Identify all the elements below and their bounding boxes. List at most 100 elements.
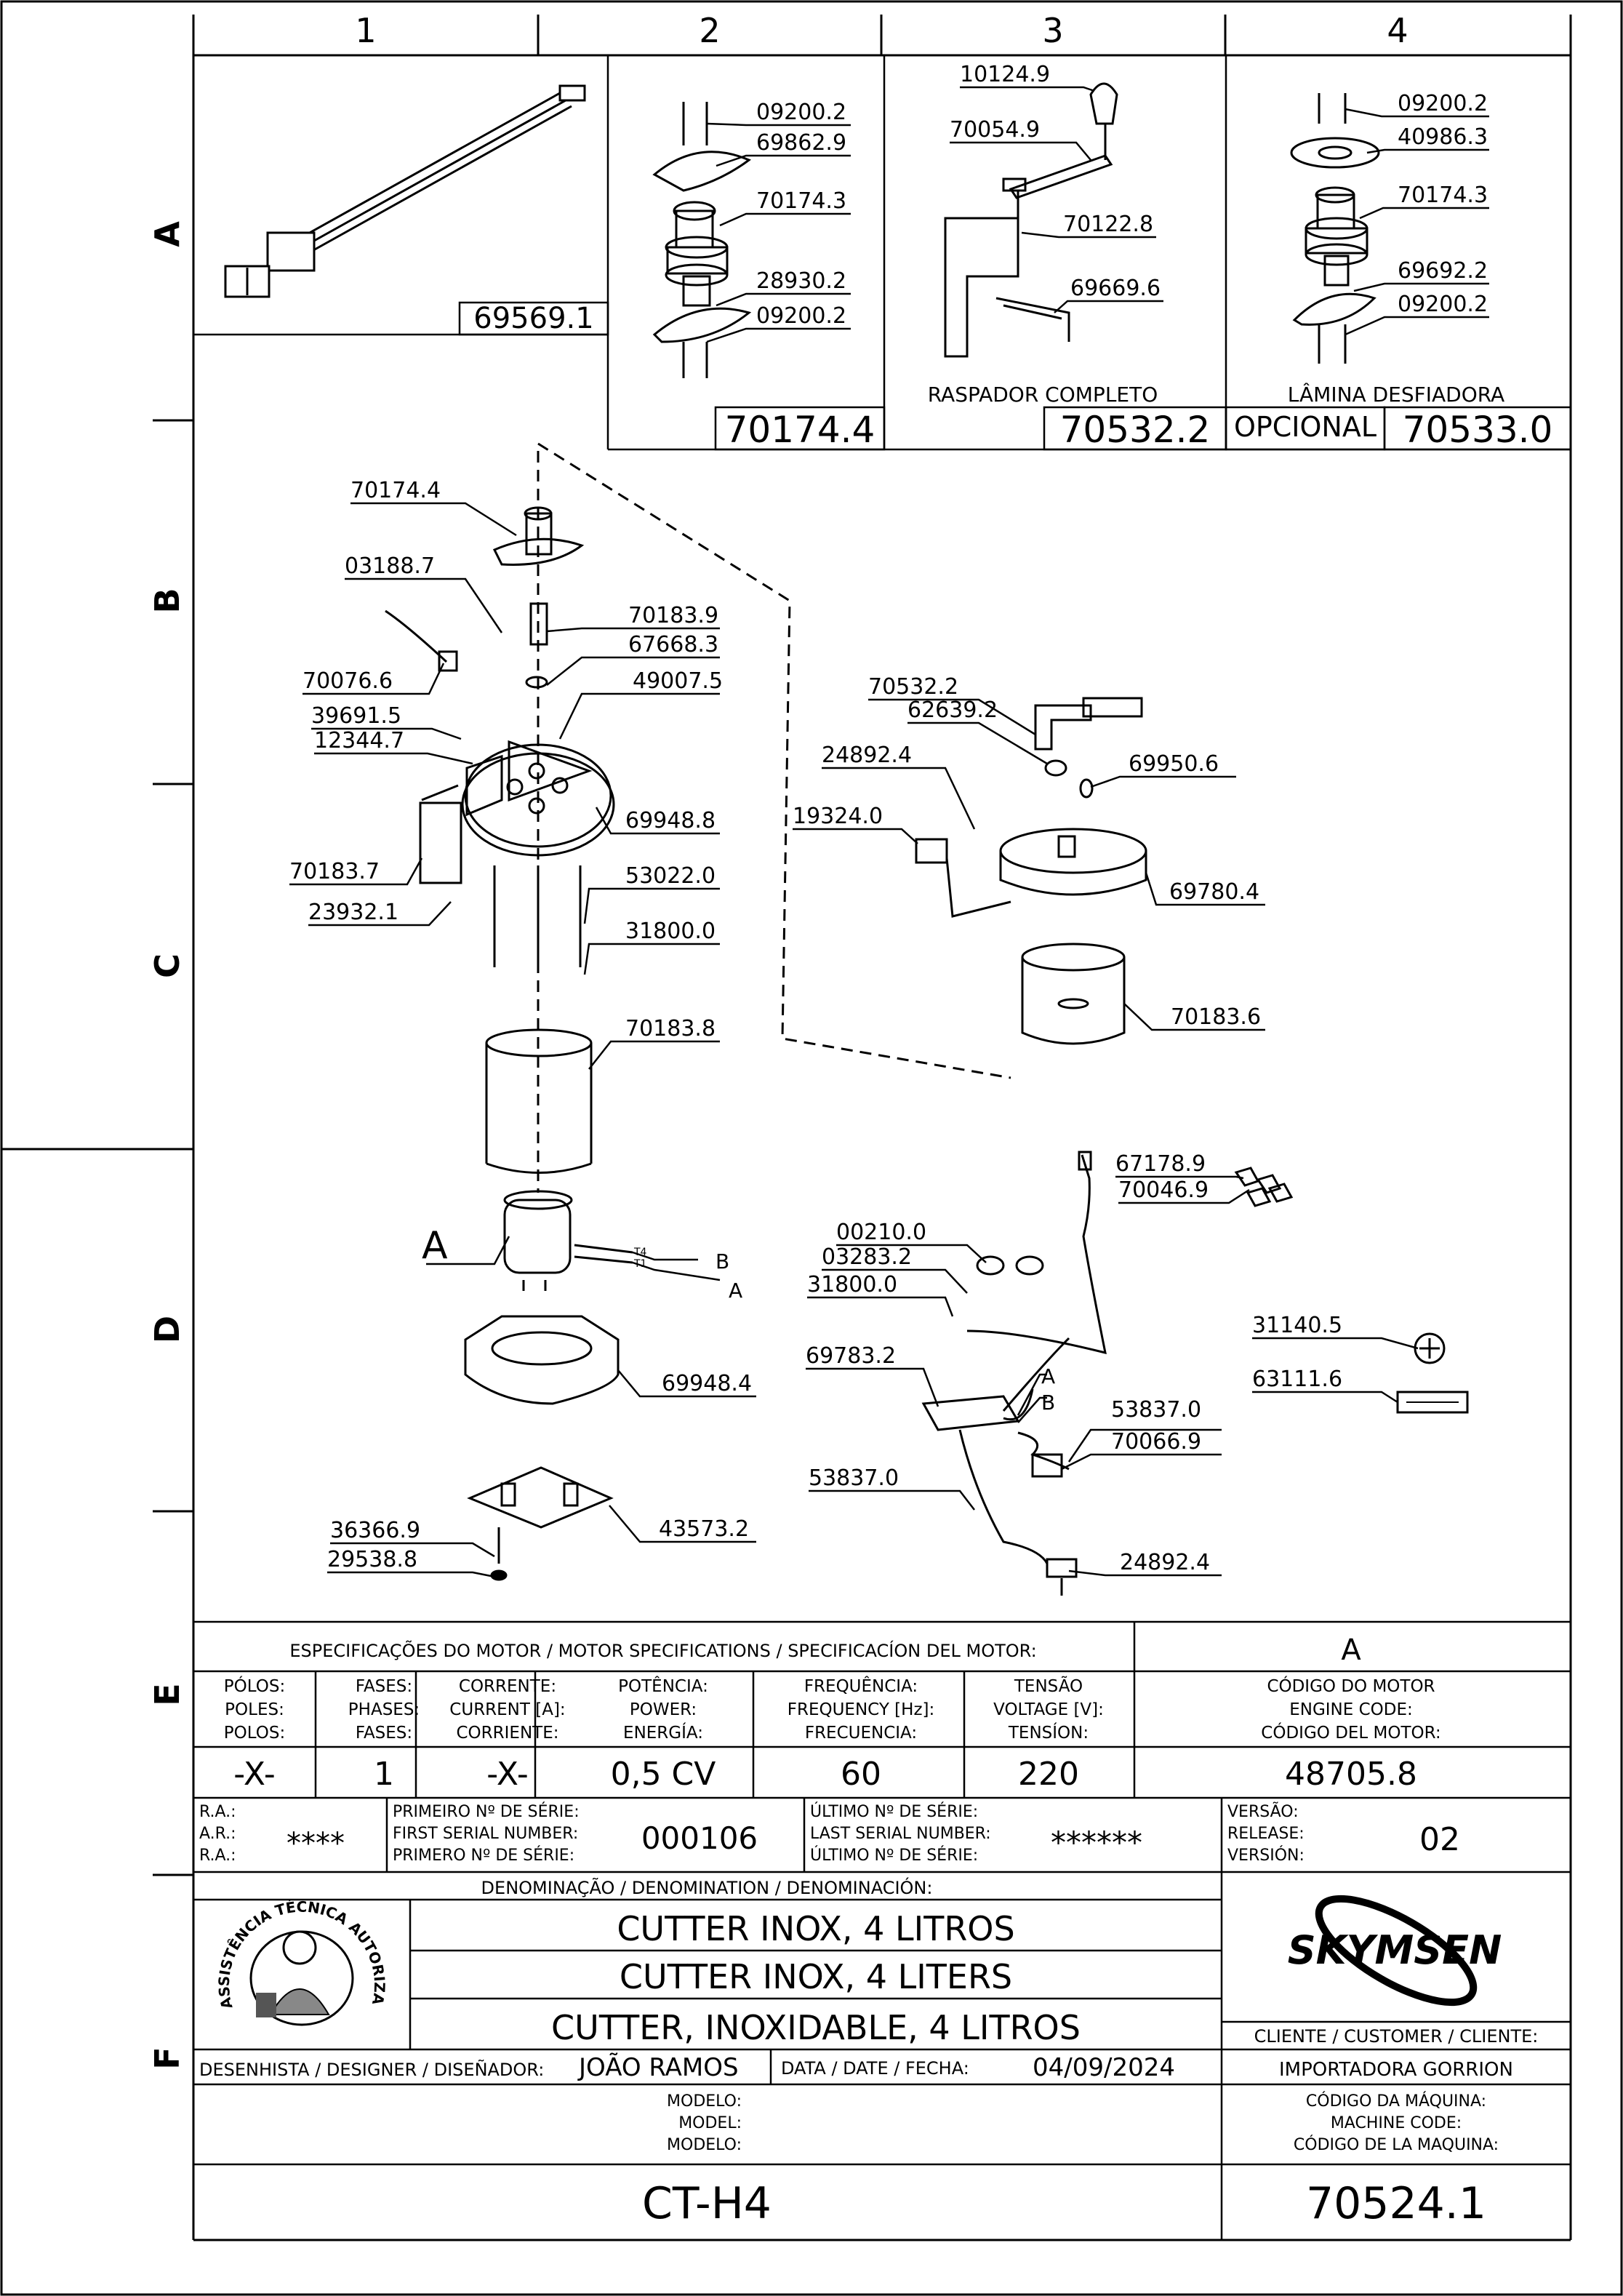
first-serial-label: PRIMERO Nº DE SÉRIE:: [393, 1846, 574, 1865]
wire-label-a: A: [729, 1279, 742, 1303]
spec-label: ENERGÍA:: [623, 1722, 703, 1743]
denomination-line-pt: CUTTER INOX, 4 LITROS: [617, 1909, 1014, 1948]
row-label: F: [148, 2047, 187, 2069]
panel3-leaders: [950, 86, 1163, 313]
last-serial-value: ******: [1051, 1825, 1142, 1860]
part-label: 23932.1: [308, 900, 398, 925]
machine-code-label: CÓDIGO DE LA MAQUINA:: [1294, 2135, 1499, 2154]
version-label: VERSIÓN:: [1227, 1846, 1305, 1865]
part-label: 10124.9: [960, 62, 1050, 87]
title-block-grid: [193, 1898, 1571, 2166]
part-label: 70183.6: [1171, 1004, 1261, 1030]
panel-title: LÂMINA DESFIADORA: [1288, 382, 1504, 407]
spec-label: ENGINE CODE:: [1289, 1700, 1413, 1719]
part-label: 43573.2: [659, 1516, 749, 1542]
part-code-box: 70532.2: [1060, 409, 1211, 451]
part-label: 09200.2: [1398, 292, 1488, 317]
blade-assembly-drawing: [652, 102, 752, 378]
model-label: MODELO:: [667, 2136, 742, 2154]
spec-label: PÓLOS:: [224, 1676, 285, 1696]
denomination-header: DENOMINAÇÃO / DENOMINATION / DENOMINACIÓ…: [481, 1876, 933, 1898]
spec-label: CURRENT [A]:: [449, 1700, 565, 1719]
part-label: 67178.9: [1115, 1151, 1206, 1177]
panel4-labels: 09200.2 40986.3 70174.3 69692.2 09200.2: [1398, 91, 1488, 317]
client-header: CLIENTE / CUSTOMER / CLIENTE:: [1254, 2026, 1539, 2047]
cable-harness-drawing: [224, 84, 586, 298]
part-label: 53022.0: [625, 863, 716, 889]
part-label: 40986.3: [1398, 124, 1488, 150]
spec-header: ESPECIFICAÇÕES DO MOTOR / MOTOR SPECIFIC…: [289, 1639, 1036, 1661]
row-label: C: [148, 953, 187, 978]
top-panel-grid: [193, 55, 1572, 451]
column-label: 3: [1042, 11, 1063, 50]
machine-code-value: 70524.1: [1306, 2178, 1486, 2229]
spec-table-grid: [193, 1620, 1571, 2240]
spec-value: 1: [374, 1756, 394, 1793]
serial-row: R.A.: A.R.: R.A.: PRIMEIRO Nº DE SÉRIE: …: [199, 1801, 1305, 1865]
part-label: 31140.5: [1252, 1313, 1342, 1338]
part-label: 70183.9: [628, 603, 718, 628]
part-label: 49007.5: [633, 668, 723, 694]
model-label: MODELO:: [667, 2092, 742, 2111]
part-label: 03188.7: [345, 553, 435, 579]
spec-label: FRECUENCIA:: [805, 1724, 917, 1743]
wire-label-b: B: [1041, 1391, 1055, 1415]
row-label: E: [148, 1683, 187, 1705]
panel3-labels: 10124.9 70054.9 70122.8 69669.6: [950, 62, 1161, 301]
column-label: 4: [1387, 11, 1408, 50]
spec-label: CÓDIGO DEL MOTOR:: [1261, 1722, 1440, 1743]
spec-value: 60: [841, 1756, 881, 1793]
spec-label: TENSÍON:: [1008, 1722, 1089, 1743]
part-label: 24892.4: [822, 743, 912, 768]
version-label: VERSÃO:: [1227, 1801, 1299, 1821]
brand-name: SKYMSEN: [1288, 1927, 1502, 1973]
spec-label: FASES:: [356, 1677, 412, 1696]
main-right-labels: 70532.2 62639.2 24892.4 69950.6 19324.0 …: [793, 674, 1342, 1575]
designer-value: JOÃO RAMOS: [577, 2053, 739, 2082]
ra-label: R.A.:: [199, 1847, 236, 1865]
spec-label: TENSÃO: [1014, 1676, 1083, 1696]
spec-label: CORRENTE:: [459, 1677, 556, 1696]
panel2-labels: 09200.2 69862.9 70174.3 28930.2 09200.2: [756, 100, 846, 329]
denomination-line-en: CUTTER INOX, 4 LITERS: [620, 1957, 1012, 1996]
spec-label: FREQUENCY [Hz]:: [788, 1700, 935, 1719]
main-left-leaders: [289, 502, 756, 1578]
spec-value: 48705.8: [1285, 1756, 1417, 1793]
client-value: IMPORTADORA GORRION: [1279, 2059, 1513, 2081]
ra-label: R.A.:: [199, 1803, 236, 1821]
part-label: 36366.9: [330, 1518, 420, 1543]
ra-label: A.R.:: [199, 1825, 236, 1843]
wire-label-t4: T4: [633, 1247, 647, 1258]
first-serial-label: FIRST SERIAL NUMBER:: [393, 1825, 578, 1843]
part-label: 24892.4: [1120, 1550, 1210, 1575]
part-label: 70076.6: [302, 668, 393, 694]
first-serial-label: PRIMEIRO Nº DE SÉRIE:: [393, 1802, 580, 1821]
part-label: 00210.0: [836, 1220, 926, 1245]
part-label: 03283.2: [822, 1244, 912, 1270]
spec-label: PHASES:: [348, 1700, 420, 1719]
part-label: 69783.2: [806, 1343, 896, 1369]
panel2-leaders: [706, 122, 851, 343]
wire-label-b: B: [716, 1249, 729, 1273]
last-serial-label: ÚLTIMO Nº DE SÉRIE:: [810, 1846, 978, 1865]
part-label: 53837.0: [809, 1465, 899, 1491]
spec-label: FASES:: [356, 1724, 412, 1743]
part-label: 09200.2: [756, 100, 846, 125]
scraper-drawing: [944, 82, 1118, 358]
part-label: 67668.3: [628, 632, 718, 657]
exploded-view-parts: [385, 442, 1469, 1596]
spec-label: POLES:: [225, 1700, 284, 1719]
part-code-box: 69569.1: [473, 302, 593, 335]
spec-values: -X- 1 -X- 0,5 CV 60 220 48705.8: [233, 1756, 1417, 1793]
panel-title: RASPADOR COMPLETO: [928, 383, 1158, 407]
column-labels: 1 2 3 4: [355, 11, 1408, 50]
part-label: 70174.3: [756, 188, 846, 214]
column-label: 1: [355, 11, 376, 50]
spec-header-right: A: [1341, 1633, 1361, 1667]
part-label: 69948.8: [625, 808, 716, 833]
part-label: 39691.5: [311, 703, 401, 729]
part-label: 70532.2: [868, 674, 958, 700]
part-label: 70054.9: [950, 117, 1040, 143]
